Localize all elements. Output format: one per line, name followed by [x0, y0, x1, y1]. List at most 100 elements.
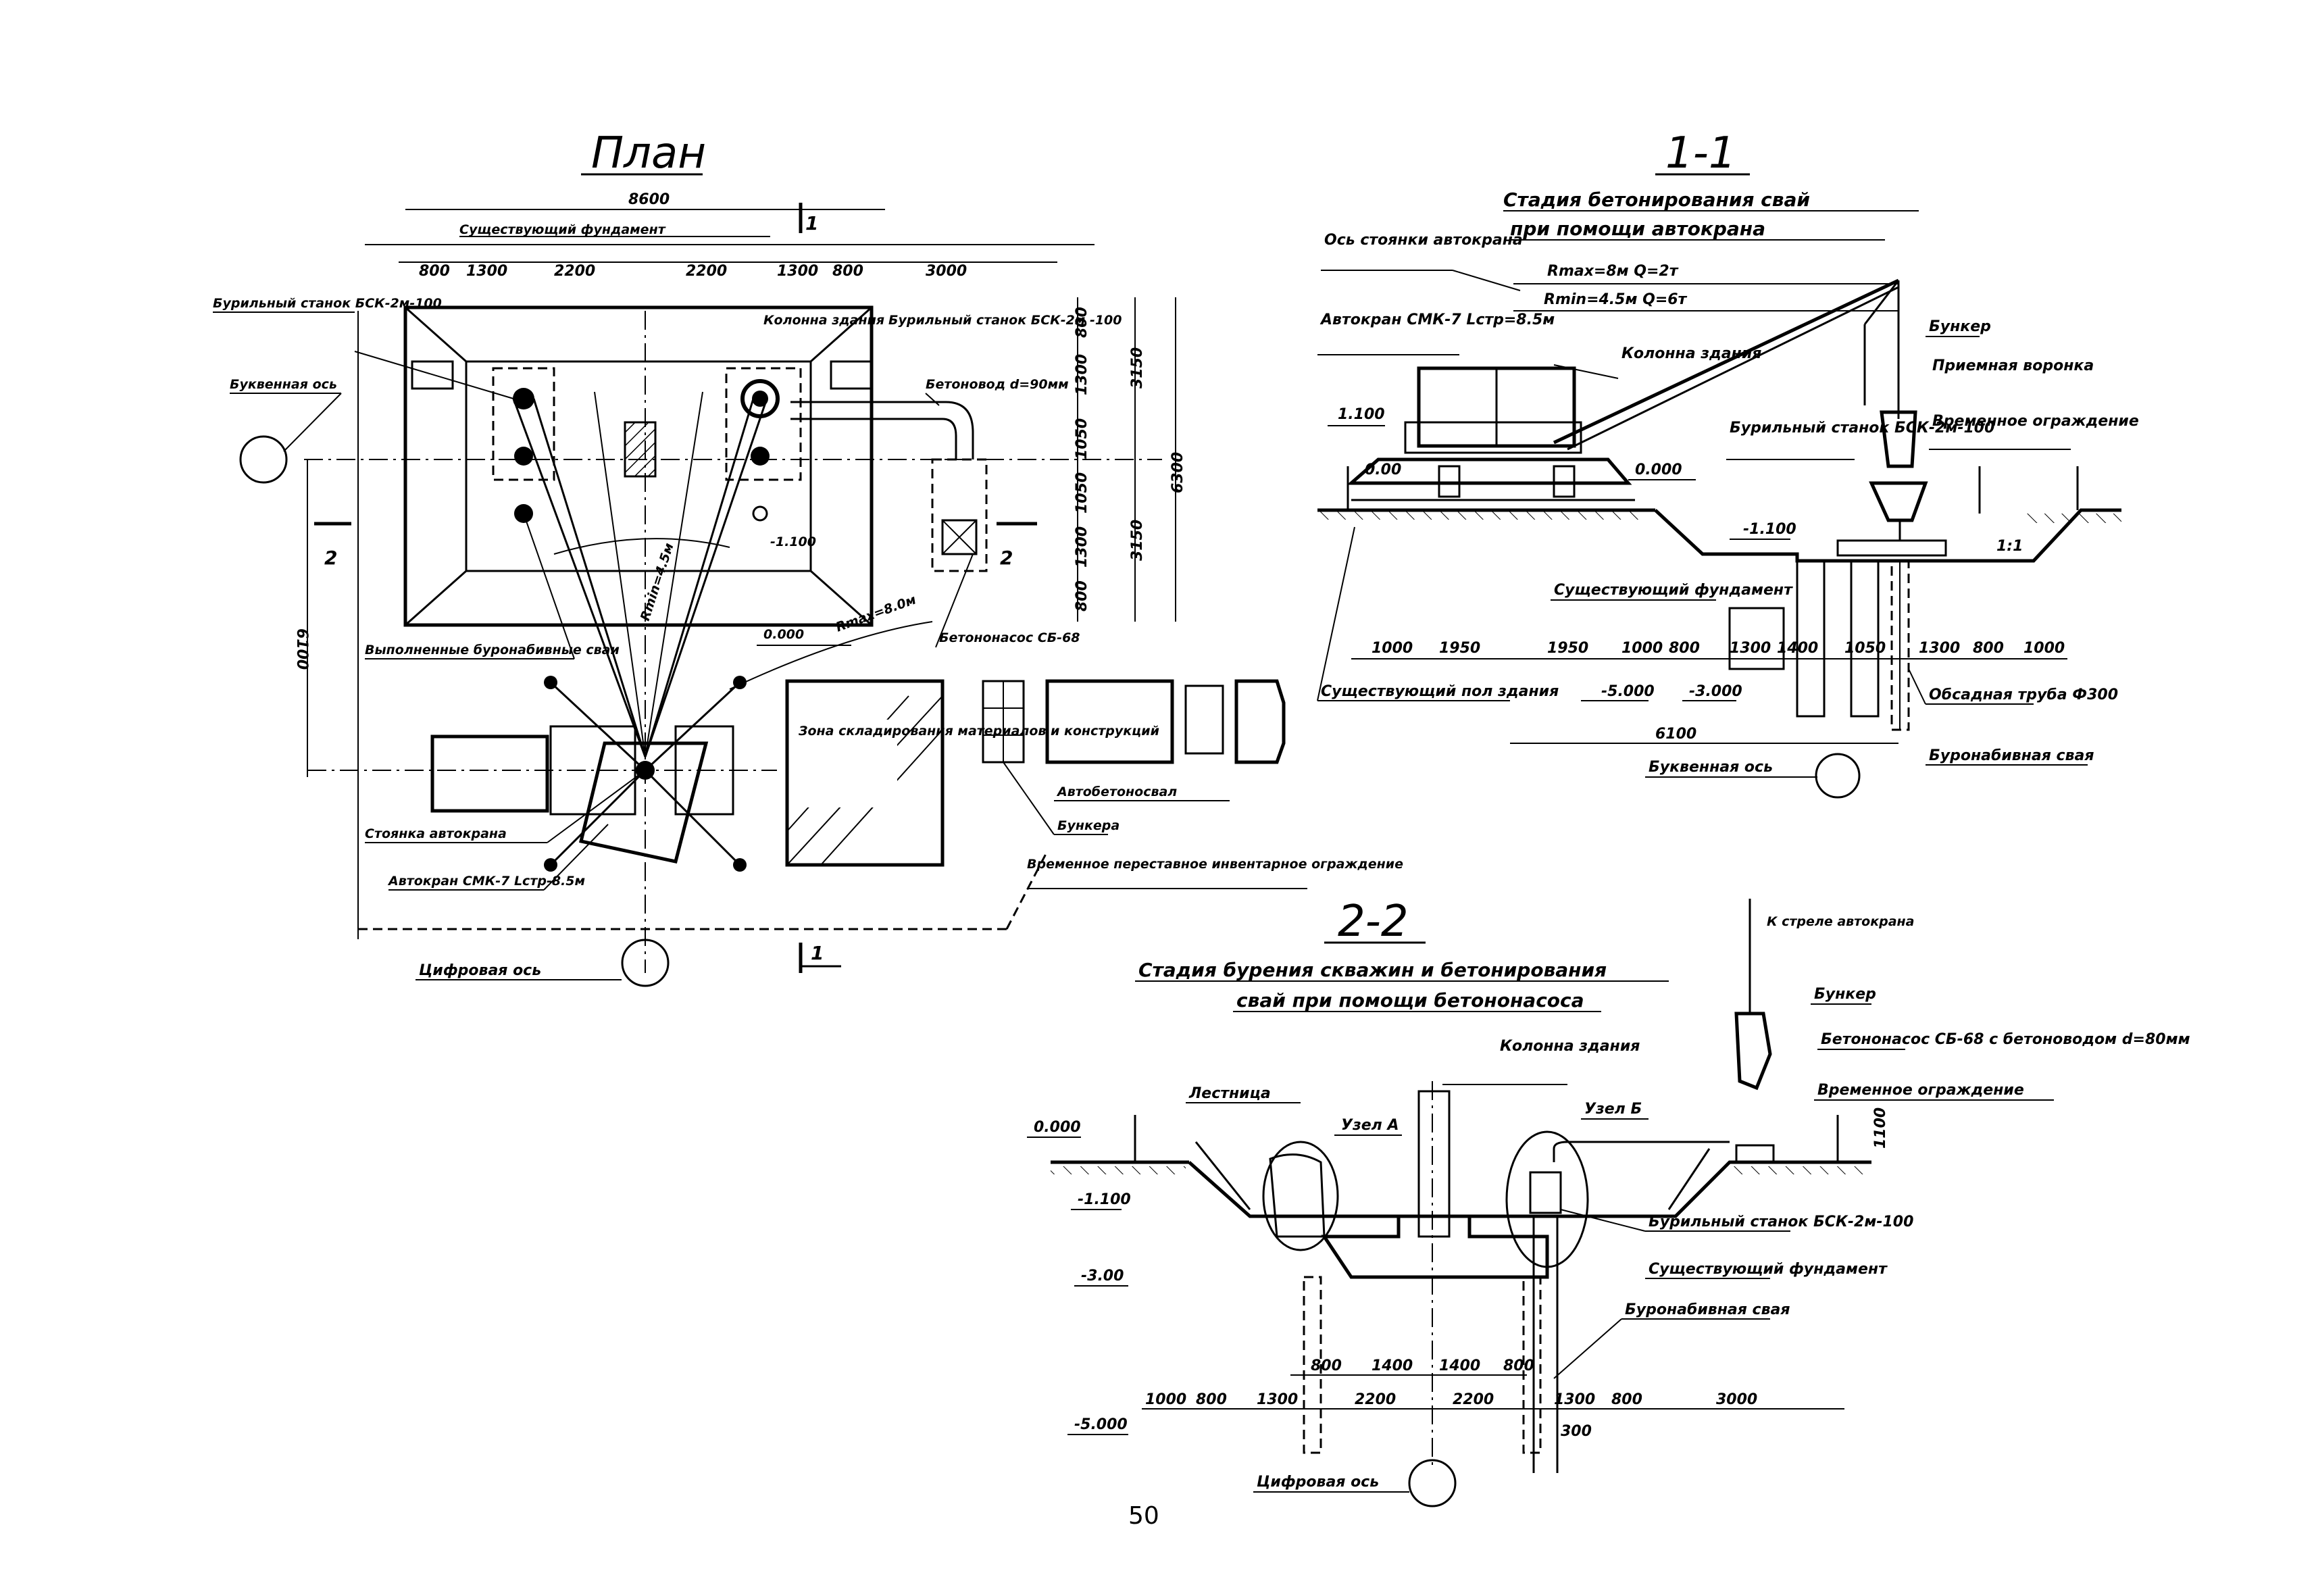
section11-dim-3: 1000 [1621, 640, 1663, 657]
section11-level-1100: 1.100 [1338, 406, 1385, 423]
section11-level-m1100: -1.100 [1743, 521, 1796, 538]
section22-ladder: Лестница [1188, 1085, 1271, 1102]
plan-dim-right-3: 1050 [1074, 472, 1090, 514]
section11-title: 1-1 [1665, 128, 1736, 178]
section22-subtitle-1: Стадия бурения скважин и бетонирования [1138, 959, 1607, 981]
section22-pump: Бетононасос СБ-68 с бетоноводом d=80мм [1821, 1031, 2190, 1048]
plan-letter-axis: Буквенная ось [230, 377, 337, 392]
section11-bunker: Бункер [1929, 318, 1991, 335]
section-2-2: 2-2 Стадия бурения скважин и бетонирован… [1027, 897, 2190, 1507]
section11-dim-4: 800 [1669, 640, 1700, 657]
section11-bored-pile: Буронабивная свая [1929, 747, 2094, 764]
section22-dim-bot-2: 1300 [1257, 1391, 1298, 1408]
section11-existing-foundation: Существующий фундамент [1554, 582, 1793, 599]
plan-crane-parking: Стоянка автокрана [365, 826, 507, 841]
plan-dim-right-5: 800 [1074, 580, 1090, 612]
plan-dim-top-2: 2200 [554, 263, 595, 280]
section22-digit-axis: Цифровая ось [1257, 1474, 1379, 1491]
section22-dim-bot-3: 2200 [1355, 1391, 1396, 1408]
section11-rmax: Rmax=8м Q=2т [1547, 263, 1679, 280]
plan-dim-total: 8600 [628, 191, 670, 208]
plan-dim-sum-1: 3150 [1129, 520, 1146, 561]
plan-pump: Бетононасос СБ-68 [939, 630, 1080, 645]
plan-storage: Зона складирования материалов и конструк… [798, 724, 1159, 739]
section11-dim-10: 1000 [2023, 640, 2065, 657]
section11-subtitle-1: Стадия бетонирования свай [1503, 189, 1810, 211]
section11-dim-6100: 6100 [1655, 726, 1696, 743]
plan-digit-axis: Цифровая ось [419, 962, 541, 979]
section11-dim-7: 1050 [1844, 640, 1886, 657]
section22-bored-pile: Буронабивная свая [1625, 1301, 1790, 1318]
section11-level-000-right: 0.000 [1635, 462, 1682, 478]
section22-dim-bot-7: 3000 [1716, 1391, 1757, 1408]
section22-node-a-circle [1262, 1141, 1339, 1251]
section22-existing-foundation: Существующий фундамент [1649, 1261, 1888, 1278]
section22-dim-bot-0: 1000 [1145, 1391, 1186, 1408]
section22-dim-bot-5: 1300 [1554, 1391, 1595, 1408]
section11-dim-9: 800 [1973, 640, 2004, 657]
section22-to-boom: К стреле автокрана [1767, 914, 1915, 929]
section11-crane-axis: Ось стоянки автокрана [1324, 232, 1523, 249]
plan-title: План [591, 128, 706, 178]
plan-rig-left: Бурильный станок БСК-2м-100 [213, 296, 442, 311]
section11-letter-axis: Буквенная ось [1649, 759, 1773, 776]
section22-column: Колонна здания [1500, 1038, 1640, 1055]
section22-dim-bot-6: 800 [1611, 1391, 1642, 1408]
plan-level-zero: 0.000 [763, 627, 804, 642]
plan-rmax: Rmax=8.0м [834, 592, 918, 634]
section22-dim-1100: 1100 [1872, 1107, 1889, 1149]
plan-letter-axis-marker [239, 435, 288, 484]
plan-bunkers: Бункера [1057, 818, 1120, 833]
plan-dim-top-6: 3000 [926, 263, 967, 280]
section22-dim-bot-4: 2200 [1453, 1391, 1494, 1408]
plan-section-1-top: 1 [805, 212, 818, 234]
section11-crane: Автокран СМК-7 Lстр=8.5м [1319, 311, 1555, 328]
plan-dim-right-2: 1050 [1074, 418, 1090, 459]
section11-rmin: Rmin=4.5м Q=6т [1544, 291, 1688, 308]
section11-dim-8: 1300 [1919, 640, 1960, 657]
plan-rig-right: Бурильный станок БСК-2м -100 [888, 313, 1122, 328]
section11-existing-floor: Существующий пол здания [1321, 683, 1559, 700]
section11-level-m5000: -5.000 [1601, 683, 1655, 700]
section-1-1: 1-1 Стадия бетонирования свай при помощи… [1317, 128, 2139, 799]
section11-casing: Обсадная труба Ф300 [1929, 687, 2118, 703]
section22-dim-top-1: 1400 [1372, 1357, 1413, 1374]
plan-dim-top-0: 800 [419, 263, 450, 280]
section22-rig: Бурильный станок БСК-2м-100 [1649, 1214, 1913, 1230]
section22-level-m300: -3.00 [1081, 1268, 1124, 1285]
section22-level-m5000: -5.000 [1074, 1416, 1128, 1433]
plan-section-2-right: 2 [1000, 547, 1013, 569]
plan-dim-right-4: 1300 [1074, 526, 1090, 568]
section11-rig: Бурильный станок БСК-2м-100 [1730, 420, 1994, 437]
page-number: 50 [1128, 1502, 1159, 1530]
section11-letter-axis-marker [1815, 753, 1861, 799]
section22-dim-top-2: 1400 [1439, 1357, 1480, 1374]
section22-dim-300: 300 [1561, 1423, 1592, 1440]
section22-node-b-circle [1505, 1130, 1589, 1268]
section22-dim-bot-1: 800 [1196, 1391, 1227, 1408]
section11-dim-2: 1950 [1547, 640, 1588, 657]
plan-dim-sum-2: 6300 [1169, 452, 1186, 493]
plan-column: Колонна здания [763, 313, 884, 328]
plan-section-1-bottom: 1 [811, 942, 824, 964]
section22-temp-fence: Временное ограждение [1817, 1082, 2024, 1099]
section22-node-b: Узел Б [1584, 1101, 1642, 1118]
plan-level-minus: -1.100 [770, 534, 816, 549]
section11-dim-1: 1950 [1439, 640, 1480, 657]
plan-dim-top-3: 2200 [686, 263, 727, 280]
section22-level-000: 0.000 [1034, 1119, 1081, 1136]
section11-level-000-left: 0.00 [1365, 462, 1401, 478]
plan-section-2-left: 2 [324, 547, 337, 569]
section22-bunker: Бункер [1814, 986, 1876, 1003]
plan-rmin: Rmin=4.5м [638, 541, 677, 623]
section22-digit-axis-marker [1408, 1459, 1457, 1507]
plan-digit-axis-marker [621, 939, 670, 987]
plan-done-piles: Выполненные буронабивные сваи [365, 643, 620, 657]
section11-temp-fence: Временное ограждение [1932, 413, 2139, 430]
plan-dim-top-1: 1300 [466, 263, 507, 280]
section22-subtitle-2: свай при помощи бетононасоса [1236, 989, 1584, 1012]
section11-dim-5: 1300 [1730, 640, 1771, 657]
section11-funnel: Приемная воронка [1932, 357, 2094, 374]
section11-column: Колонна здания [1621, 345, 1761, 362]
